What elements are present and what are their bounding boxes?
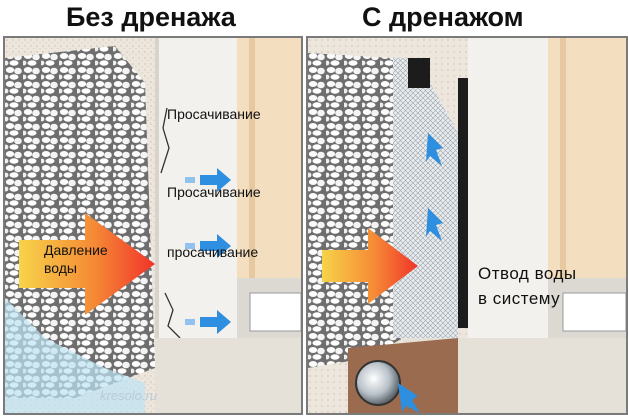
drain-label-line2: в систему — [478, 289, 561, 308]
ground-water — [5, 298, 145, 413]
water-pressure-arrow — [322, 228, 418, 304]
wall-crack — [164, 292, 181, 339]
watermark: kresolo.ru — [100, 388, 158, 403]
drain-label-line1: Отвод воды — [478, 264, 577, 283]
seepage-arrow — [200, 168, 231, 334]
seepage-label-2: Просачивание — [167, 184, 261, 200]
pressure-label-line2: воды — [44, 260, 77, 276]
right-panel-title: С дренажом — [362, 2, 524, 32]
left-panel-without-drainage: Просачивание Просачивание просачивание Д… — [3, 36, 303, 415]
seepage-label-1: Просачивание — [167, 106, 261, 122]
seepage-arrow — [398, 133, 443, 413]
left-cross-section — [5, 38, 301, 413]
pressure-label-line1: Давление — [44, 242, 108, 258]
drainage-membrane — [458, 78, 468, 328]
wall-crack — [160, 107, 170, 174]
foundation-wall — [468, 38, 548, 338]
gravel-layer — [308, 53, 403, 368]
right-panel-with-drainage: Отвод воды в систему — [306, 36, 628, 415]
seepage-label-3: просачивание — [167, 244, 259, 260]
gravel-layer — [5, 46, 155, 398]
foundation-wall — [155, 38, 237, 338]
right-cross-section — [308, 38, 626, 413]
water-pressure-arrow — [19, 213, 155, 315]
left-panel-title: Без дренажа — [66, 2, 236, 32]
drain-pipe — [355, 360, 401, 406]
